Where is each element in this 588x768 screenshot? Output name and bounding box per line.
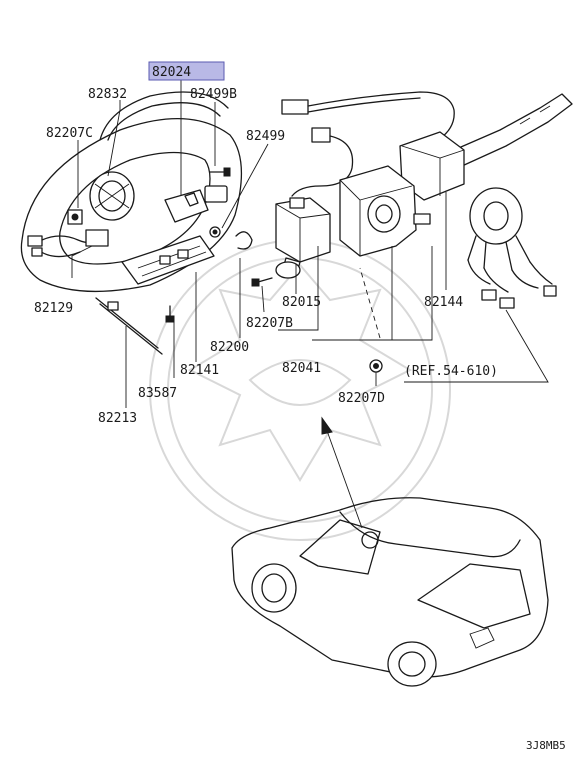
label-82129[interactable]: 82129 (34, 301, 73, 316)
label-82141[interactable]: 82141 (180, 363, 219, 378)
clamp-82200 (235, 231, 253, 250)
cable-tie-82213 (95, 297, 163, 355)
label-82024[interactable]: 82024 (152, 65, 191, 80)
label-82207C[interactable]: 82207C (46, 126, 93, 141)
leader-lines (71, 80, 549, 408)
label-82213[interactable]: 82213 (98, 411, 137, 426)
label-82015[interactable]: 82015 (282, 295, 321, 310)
key-cylinder-82015 (275, 197, 331, 279)
label-82144[interactable]: 82144 (424, 295, 463, 310)
steering-wheel (20, 91, 243, 293)
column-switch-harness (281, 91, 455, 197)
part-label-highlight (148, 61, 225, 81)
diagram-code: 3J8MB5 (526, 739, 566, 752)
label-82832[interactable]: 82832 (88, 87, 127, 102)
label-82207B[interactable]: 82207B (246, 316, 293, 331)
watermark-emblem (149, 239, 451, 541)
screw-82499B (209, 167, 231, 177)
wiper-lever (453, 93, 573, 167)
label-82499B[interactable]: 82499B (190, 87, 237, 102)
label-83587[interactable]: 83587 (138, 386, 177, 401)
clock-spring-right (467, 187, 557, 309)
connector-82207C (67, 209, 83, 225)
label-82499[interactable]: 82499 (246, 129, 285, 144)
bolt-82499 (209, 226, 221, 238)
clock-spring-left (89, 171, 135, 221)
clip-83587 (165, 305, 175, 323)
ref-label[interactable]: (REF.54-610) (404, 364, 498, 379)
steering-column-82041 (339, 165, 431, 257)
label-82041[interactable]: 82041 (282, 361, 321, 376)
switch-panel-82141 (121, 235, 215, 285)
label-82200[interactable]: 82200 (210, 340, 249, 355)
car-illustration (231, 497, 549, 687)
harness-82129 (27, 229, 109, 258)
location-arrow (321, 416, 363, 529)
label-82207D[interactable]: 82207D (338, 391, 385, 406)
screw-82207B (251, 277, 273, 287)
horn-pad-82024 (164, 185, 228, 223)
nut-82207D (369, 359, 383, 373)
